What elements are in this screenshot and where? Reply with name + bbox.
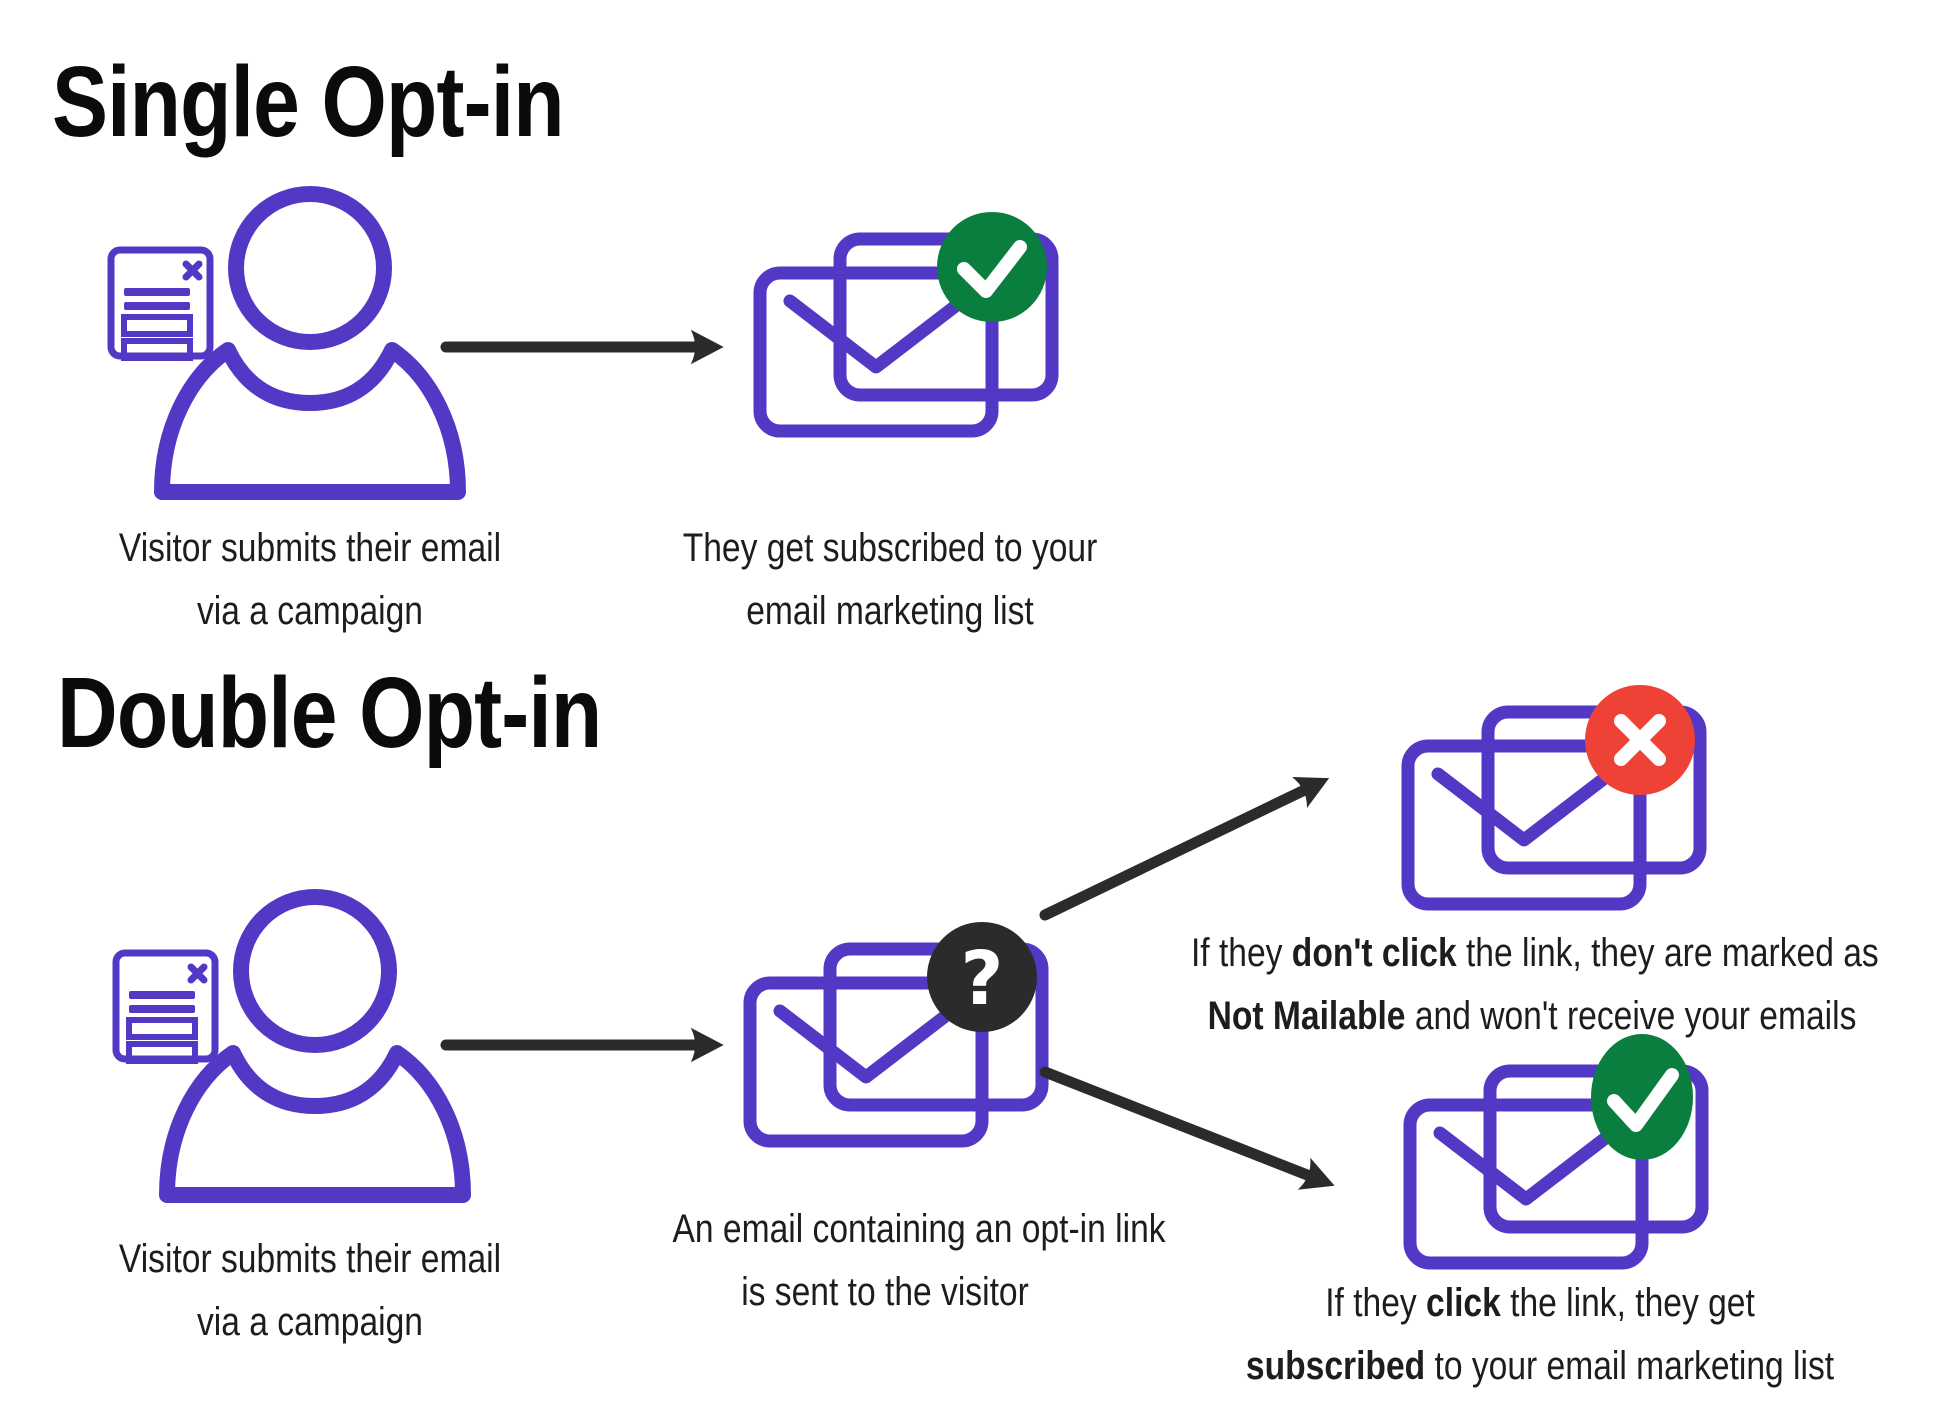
click-caption: If they click the link, they get subscri…	[1245, 1281, 1835, 1388]
person-icon	[154, 186, 466, 500]
check-badge-icon	[1591, 1034, 1693, 1160]
visitor-with-form-icon	[107, 186, 466, 500]
x-badge-icon	[1585, 685, 1695, 795]
question-badge-icon: ?	[927, 922, 1037, 1032]
check-badge-icon	[937, 212, 1047, 322]
single-result-caption: They get subscribed to your email market…	[682, 526, 1098, 633]
arrow-up-no-click	[1039, 776, 1330, 921]
signup-form-icon	[107, 246, 214, 361]
optin-email-caption: An email containing an opt-in link is se…	[672, 1207, 1166, 1314]
double-optin-title: Double Opt-in	[57, 657, 602, 769]
form-close-x-icon	[182, 260, 203, 281]
visitor-with-form-icon	[112, 889, 471, 1203]
form-close-x-icon	[187, 963, 208, 984]
arrow-down-click	[1039, 1066, 1335, 1190]
subscribed-email-icon	[1403, 1034, 1709, 1270]
no-click-caption: If they don't click the link, they are m…	[1190, 931, 1879, 1038]
single-optin-section-header: Single Opt-in	[52, 52, 661, 152]
single-visitor-caption: Visitor submits their email via a campai…	[118, 526, 502, 633]
signup-form-icon	[112, 949, 219, 1064]
optin-email-icon: ?	[743, 922, 1049, 1148]
svg-text:?: ?	[961, 936, 1004, 1022]
single-optin-title: Single Opt-in	[52, 46, 565, 158]
arrow-right-double	[440, 1027, 724, 1063]
double-optin-section-header: Double Opt-in	[57, 663, 705, 763]
double-visitor-caption: Visitor submits their email via a campai…	[118, 1237, 502, 1344]
arrow-right-single	[440, 329, 724, 365]
not-mailable-email-icon	[1401, 685, 1707, 911]
subscribed-email-icon	[753, 212, 1059, 438]
person-icon	[159, 889, 471, 1203]
